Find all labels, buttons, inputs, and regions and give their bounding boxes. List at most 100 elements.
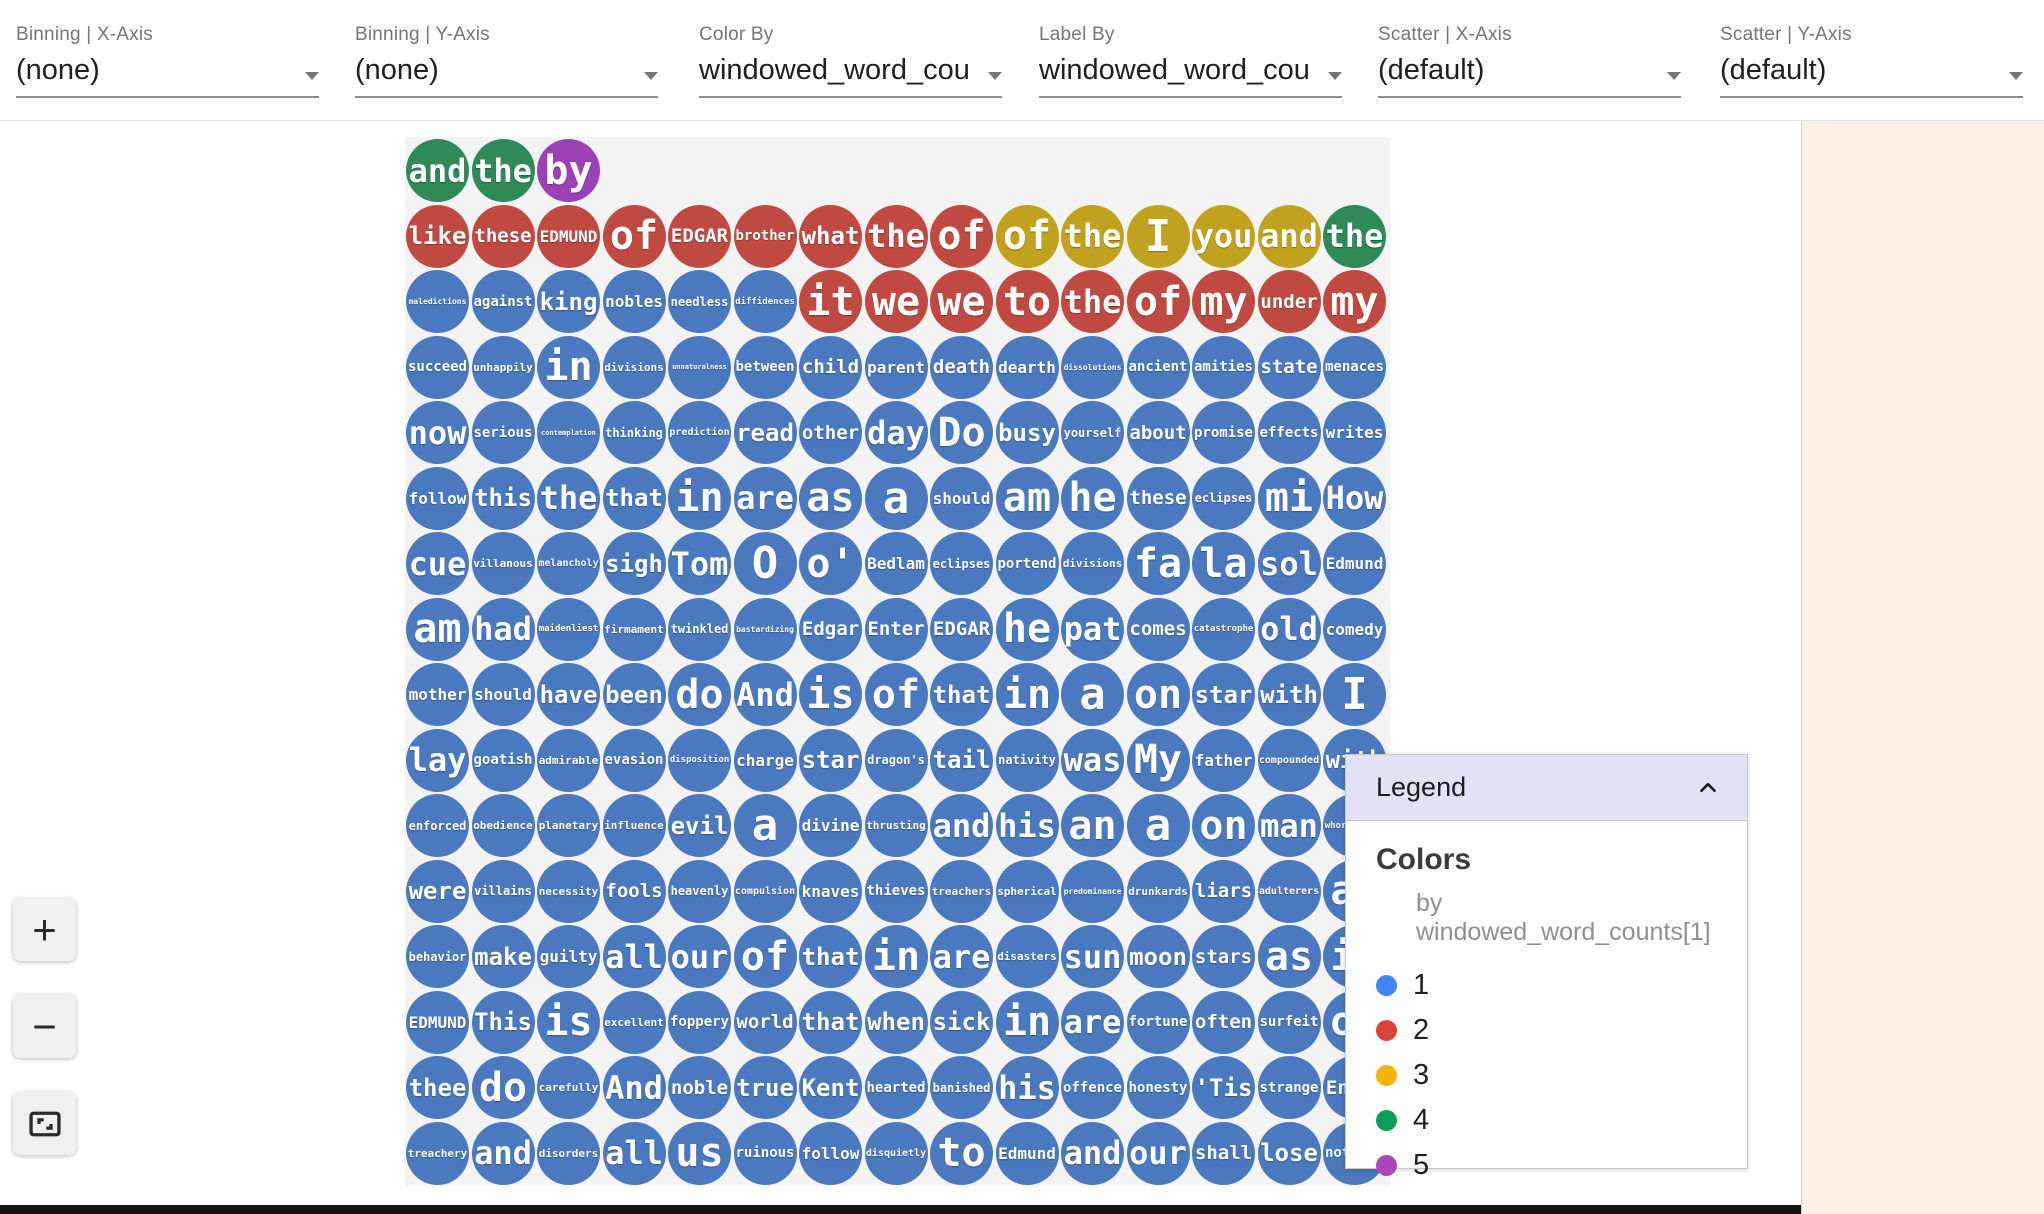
word-bubble[interactable]: eclipses	[930, 532, 993, 595]
word-bubble[interactable]: the	[864, 204, 928, 268]
word-bubble[interactable]: should	[930, 466, 993, 530]
word-bubble[interactable]: old	[1257, 597, 1321, 661]
word-bubble[interactable]: noble	[668, 1056, 731, 1119]
word-bubble[interactable]: I	[1126, 204, 1190, 268]
word-bubble[interactable]: often	[1192, 990, 1255, 1054]
word-bubble[interactable]: knaves	[799, 859, 862, 923]
word-bubble[interactable]: world	[733, 990, 797, 1054]
word-bubble[interactable]: these	[471, 204, 535, 268]
word-bubble[interactable]: in	[995, 990, 1059, 1054]
word-bubble[interactable]: an	[1061, 794, 1124, 857]
word-bubble[interactable]: of	[602, 204, 666, 268]
word-bubble[interactable]: of	[995, 204, 1059, 268]
word-bubble[interactable]: banished	[930, 1056, 993, 1119]
word-bubble[interactable]: we	[930, 270, 993, 333]
word-bubble[interactable]: sun	[1061, 925, 1124, 988]
word-bubble[interactable]: that	[799, 925, 862, 988]
word-bubble[interactable]: thinking	[602, 401, 666, 464]
word-bubble[interactable]: that	[602, 466, 666, 530]
word-bubble[interactable]: disasters	[995, 925, 1059, 988]
word-bubble[interactable]: been	[602, 663, 666, 726]
word-bubble[interactable]: these	[1126, 466, 1190, 530]
word-bubble[interactable]: this	[471, 466, 535, 530]
word-bubble[interactable]: you	[1192, 204, 1255, 268]
word-bubble[interactable]: state	[1257, 335, 1321, 399]
word-bubble[interactable]: portend	[995, 532, 1059, 595]
word-bubble[interactable]: surfeit	[1257, 990, 1321, 1054]
fit-to-screen-button[interactable]	[13, 1092, 76, 1155]
word-bubble[interactable]: between	[733, 335, 797, 399]
word-bubble[interactable]: star	[1192, 663, 1255, 726]
word-bubble[interactable]: disquietly	[864, 1121, 928, 1185]
word-bubble[interactable]: father	[1192, 728, 1255, 792]
word-bubble[interactable]: of	[1126, 270, 1190, 333]
word-bubble[interactable]: thieves	[864, 859, 928, 923]
word-bubble[interactable]: under	[1257, 270, 1321, 333]
word-bubble[interactable]: thrusting	[864, 794, 928, 857]
word-bubble[interactable]: all	[602, 1121, 666, 1185]
zoom-in-button[interactable]: +	[13, 898, 76, 961]
word-bubble[interactable]: admirable	[537, 728, 600, 792]
word-bubble[interactable]: Edmund	[995, 1121, 1059, 1185]
word-bubble[interactable]: our	[668, 925, 731, 988]
word-bubble[interactable]: with	[1257, 663, 1321, 726]
word-bubble[interactable]: shall	[1192, 1121, 1255, 1185]
word-bubble[interactable]: the	[1323, 204, 1386, 268]
word-bubble[interactable]: 'Tis	[1192, 1056, 1255, 1119]
word-bubble[interactable]: moon	[1126, 925, 1190, 988]
word-bubble[interactable]: that	[930, 663, 993, 726]
word-bubble[interactable]: la	[1192, 532, 1255, 595]
word-bubble[interactable]: in	[537, 335, 600, 399]
word-bubble[interactable]: his	[995, 794, 1059, 857]
word-bubble[interactable]: villanous	[471, 532, 535, 595]
word-bubble[interactable]: sick	[930, 990, 993, 1054]
word-bubble[interactable]: adulterers	[1257, 859, 1321, 923]
word-bubble[interactable]: brother	[733, 204, 797, 268]
word-bubble[interactable]: ruinous	[733, 1121, 797, 1185]
word-bubble[interactable]: disorders	[537, 1121, 600, 1185]
word-bubble[interactable]: amities	[1192, 335, 1255, 399]
word-bubble[interactable]: prediction	[668, 401, 731, 464]
word-bubble[interactable]: sol	[1257, 532, 1321, 595]
word-bubble[interactable]: in	[995, 663, 1059, 726]
word-bubble[interactable]: king	[537, 270, 600, 333]
word-bubble[interactable]: How	[1323, 466, 1386, 530]
word-bubble[interactable]: ancient	[1126, 335, 1190, 399]
word-bubble[interactable]: succeed	[406, 335, 469, 399]
word-bubble[interactable]: yourself	[1061, 401, 1124, 464]
word-bubble[interactable]: our	[1126, 1121, 1190, 1185]
word-bubble[interactable]: a	[864, 466, 928, 530]
word-bubble[interactable]: parent	[864, 335, 928, 399]
word-bubble[interactable]: divisions	[602, 335, 666, 399]
word-bubble[interactable]: tail	[930, 728, 993, 792]
word-bubble[interactable]: maledictions	[406, 270, 469, 333]
word-bubble[interactable]: foppery	[668, 990, 731, 1054]
word-bubble[interactable]: in	[864, 925, 928, 988]
word-bubble[interactable]: the	[1061, 270, 1124, 333]
word-bubble[interactable]: Edgar	[799, 597, 862, 661]
word-bubble[interactable]: diffidences	[733, 270, 797, 333]
word-bubble[interactable]: lay	[406, 728, 469, 792]
word-bubble[interactable]: day	[864, 401, 928, 464]
word-bubble[interactable]: strange	[1257, 1056, 1321, 1119]
word-bubble[interactable]: divisions	[1061, 532, 1124, 595]
word-bubble[interactable]: unnaturalness	[668, 335, 731, 399]
word-bubble[interactable]: firmament	[602, 597, 666, 661]
word-bubble[interactable]: enforced	[406, 794, 469, 857]
word-bubble[interactable]: melancholy	[537, 532, 600, 595]
word-bubble[interactable]: EDGAR	[668, 204, 731, 268]
word-bubble[interactable]: EDMUND	[406, 990, 469, 1054]
word-bubble[interactable]: Enter	[864, 597, 928, 661]
word-bubble[interactable]: have	[537, 663, 600, 726]
word-bubble[interactable]: This	[471, 990, 535, 1054]
word-bubble[interactable]: treachers	[930, 859, 993, 923]
word-bubble[interactable]: cue	[406, 532, 469, 595]
word-bubble[interactable]: the	[471, 139, 535, 202]
word-bubble[interactable]: mother	[406, 663, 469, 726]
word-bubble[interactable]: offence	[1061, 1056, 1124, 1119]
word-bubble[interactable]: heavenly	[668, 859, 731, 923]
scatter-y-axis-select[interactable]: Scatter | Y-Axis (default)	[1720, 24, 2023, 98]
word-bubble[interactable]: as	[1257, 925, 1321, 988]
word-bubble[interactable]: obedience	[471, 794, 535, 857]
word-bubble[interactable]: and	[930, 794, 993, 857]
